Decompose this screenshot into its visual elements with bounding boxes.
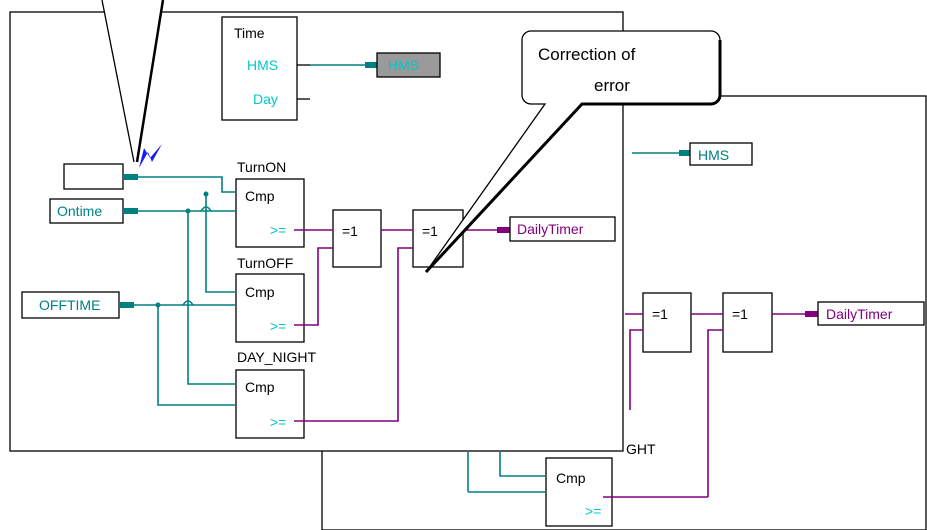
purple-wiring [294, 227, 510, 422]
time-title: Time [234, 25, 265, 41]
top-pointer-callout [101, 0, 165, 163]
time-block: Time HMS Day [221, 16, 310, 121]
svg-text:>=: >= [270, 318, 286, 334]
correction-callout: Correction of error [424, 30, 722, 274]
svg-text:HMS: HMS [388, 57, 419, 73]
svg-text:=1: =1 [342, 223, 358, 239]
back-xor1: =1 [642, 292, 692, 353]
callout-line1: Correction of [538, 45, 636, 64]
cmp-turnon-label: TurnON [237, 159, 286, 175]
cmp-daynight-block: DAY_NIGHT Cmp >= [235, 349, 317, 439]
offtime-input[interactable]: OFFTIME [21, 291, 134, 319]
svg-text:Cmp: Cmp [245, 188, 275, 204]
time-pin-day: Day [253, 91, 278, 107]
back-hms-label: HMS [698, 147, 729, 163]
svg-text:Ontime: Ontime [57, 203, 102, 219]
hms-output-var: HMS [376, 52, 441, 78]
teal-wiring [134, 176, 236, 406]
svg-text:Cmp: Cmp [556, 470, 586, 486]
svg-text:Cmp: Cmp [245, 284, 275, 300]
time-pin-hms: HMS [247, 57, 278, 73]
cmp-turnoff-block: TurnOFF Cmp >= [235, 255, 305, 343]
dailytimer-output: DailyTimer [509, 216, 616, 242]
back-cmp-block: Cmp >= [545, 457, 613, 527]
back-xor2: =1 [722, 292, 773, 353]
back-hms-var: HMS [632, 142, 753, 166]
back-partial-label: GHT [626, 441, 656, 457]
back-output-var: DailyTimer [817, 301, 925, 326]
svg-text:>=: >= [270, 414, 286, 430]
svg-text:=1: =1 [652, 306, 668, 322]
cmp-daynight-label: DAY_NIGHT [237, 349, 317, 365]
cmp-turnon-block: TurnON Cmp >= [235, 159, 305, 248]
svg-text:=1: =1 [422, 223, 438, 239]
svg-text:=1: =1 [732, 306, 748, 322]
back-dailytimer-label: DailyTimer [826, 306, 893, 322]
blank-input[interactable] [63, 163, 138, 190]
svg-text:>=: >= [270, 222, 286, 238]
svg-text:OFFTIME: OFFTIME [39, 297, 100, 313]
svg-text:>=: >= [585, 503, 601, 519]
cmp-turnoff-label: TurnOFF [237, 255, 293, 271]
front-window: Time HMS Day HMS Ontime OFFTIME [9, 11, 624, 452]
xor1-block: =1 [332, 209, 382, 268]
ontime-input[interactable]: Ontime [49, 198, 138, 224]
dailytimer-label: DailyTimer [517, 221, 584, 237]
svg-text:Cmp: Cmp [245, 379, 275, 395]
callout-line2: error [594, 76, 630, 95]
blue-arrow-icon [139, 144, 162, 168]
